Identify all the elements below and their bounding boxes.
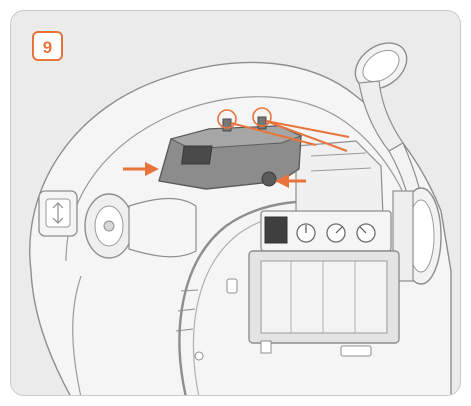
instruction-panel: 9 (10, 10, 461, 396)
battery-cover-slot (180, 145, 213, 165)
helmet-illustration (29, 42, 452, 395)
orange-arrow-icon-right (275, 174, 306, 188)
lens-cartridge (248, 250, 400, 357)
step-number-badge: 9 (32, 31, 63, 61)
left-ratchet-arrow-icon (52, 202, 64, 224)
headgear-tick-1 (175, 328, 194, 332)
helmet-inner-ridge (65, 96, 412, 262)
orange-arrow-icon-left (123, 162, 159, 176)
air-hose-connector (354, 42, 426, 227)
headgear-pin (194, 351, 204, 361)
frame-slot-2 (310, 167, 372, 172)
adf-control-box (260, 210, 392, 252)
guide-line-1 (230, 122, 317, 146)
frame-slot-1 (310, 152, 367, 157)
headgear-tick-3 (180, 289, 199, 292)
right-side-knob (392, 187, 442, 285)
guide-line-3 (265, 120, 350, 138)
lock-icon (226, 278, 238, 294)
tab-highlight-right (252, 107, 272, 127)
helmet-lower-ridge (72, 275, 82, 395)
guide-line-2 (265, 120, 348, 152)
tab-highlight-left (217, 109, 237, 129)
battery-cover (158, 116, 303, 190)
left-ratchet-knob (38, 190, 197, 259)
internal-frame (295, 140, 384, 222)
battery-cover-latch (261, 171, 277, 187)
headgear-tick-2 (177, 308, 196, 312)
